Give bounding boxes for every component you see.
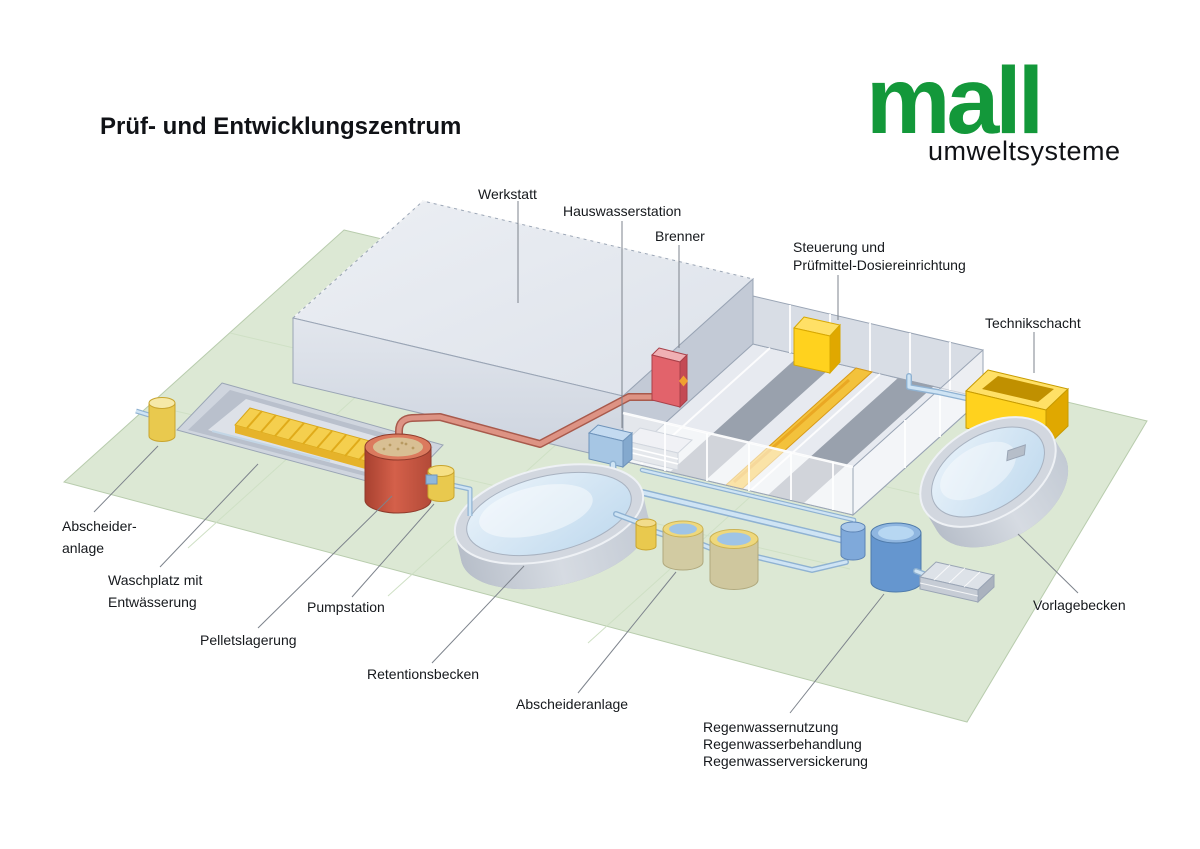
label-abscheider-left-line2: anlage bbox=[62, 540, 104, 556]
abscheider-tank-2 bbox=[662, 520, 704, 571]
hall-front-glass-wall bbox=[623, 413, 853, 515]
vorlagebecken-basin bbox=[919, 416, 1069, 548]
label-pumpstation: Pumpstation bbox=[307, 599, 385, 615]
drain-channel bbox=[211, 430, 331, 462]
label-pelletslagerung: Pelletslagerung bbox=[200, 632, 297, 648]
pumpstation-shaft bbox=[425, 465, 473, 516]
steuerung-box bbox=[793, 316, 841, 375]
label-waschplatz-line1: Waschplatz mit bbox=[108, 572, 203, 588]
logo-subtitle: umweltsysteme bbox=[928, 136, 1121, 166]
retentionsbecken-basin bbox=[453, 463, 649, 590]
component-labels: Werkstatt Hauswasserstation Brenner Steu… bbox=[62, 186, 1126, 769]
page-title: Prüf- und Entwicklungszentrum bbox=[100, 113, 461, 140]
label-technikschacht: Technikschacht bbox=[985, 315, 1081, 331]
regenwasser-tank-large bbox=[870, 522, 922, 593]
abscheider-shaft-left bbox=[135, 397, 176, 442]
water-pipe-technikschacht bbox=[907, 374, 986, 404]
abscheider-tank-1 bbox=[635, 518, 657, 551]
label-waschplatz-line2: Entwässerung bbox=[108, 594, 197, 610]
label-regenwasser-line2: Regenwasserbehandlung bbox=[703, 736, 862, 752]
glass-mullions bbox=[664, 423, 834, 510]
leader-lines bbox=[93, 201, 1079, 714]
brenner-window bbox=[679, 375, 688, 387]
mall-logo: mall bbox=[866, 48, 1040, 154]
label-regenwasser-line1: Regenwassernutzung bbox=[703, 719, 838, 735]
label-steuerung-line2: Prüfmittel-Dosiereinrichtung bbox=[793, 257, 966, 273]
hauswasserstation-unit bbox=[587, 424, 634, 469]
label-brenner: Brenner bbox=[655, 228, 705, 244]
brenner-unit bbox=[651, 347, 688, 409]
hall-end-glass-wall bbox=[853, 350, 983, 515]
versickerung-block bbox=[918, 561, 996, 604]
label-abscheideranlage: Abscheideranlage bbox=[516, 696, 628, 712]
regenwasser-tank-small bbox=[840, 521, 866, 561]
label-vorlagebecken: Vorlagebecken bbox=[1033, 597, 1126, 613]
label-steuerung-line1: Steuerung und bbox=[793, 239, 885, 255]
label-regenwasser-line3: Regenwasserversickerung bbox=[703, 753, 868, 769]
label-abscheider-left-line1: Abscheider- bbox=[62, 518, 137, 534]
test-hall bbox=[621, 295, 985, 517]
label-hauswasserstation: Hauswasserstation bbox=[563, 203, 681, 219]
water-pipe-chain bbox=[613, 511, 849, 573]
basin-inlet bbox=[1006, 444, 1026, 462]
pellets bbox=[382, 441, 415, 451]
heating-pipe bbox=[396, 394, 658, 458]
abscheider-tank-3 bbox=[709, 529, 759, 590]
pelletslagerung-tank bbox=[364, 433, 432, 514]
label-retentionsbecken: Retentionsbecken bbox=[367, 666, 479, 682]
label-werkstatt: Werkstatt bbox=[478, 186, 537, 202]
